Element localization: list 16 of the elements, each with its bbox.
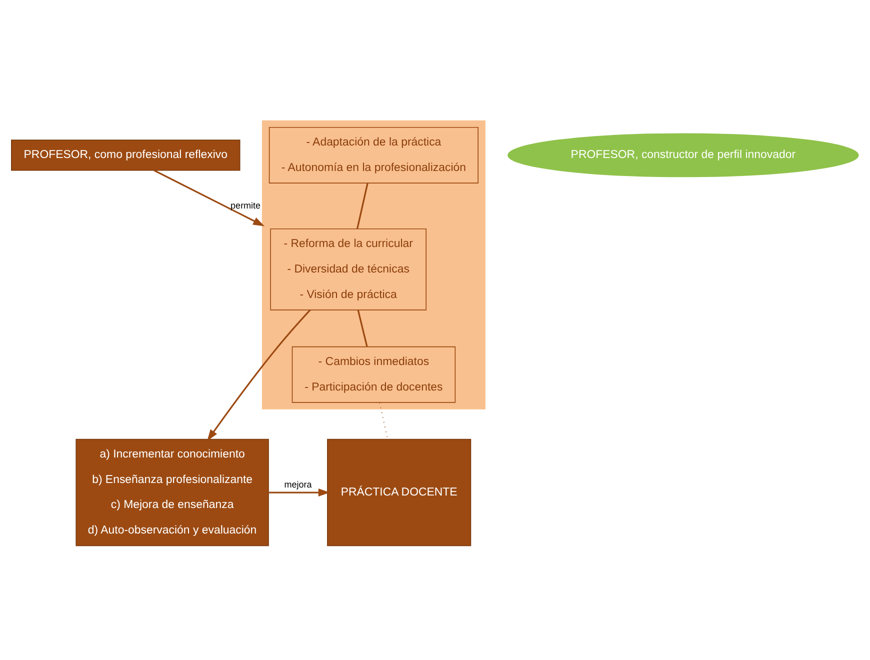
node-box: - Reforma de la curricular - Diversidad de técnicas - Visión de práctica <box>270 228 426 310</box>
arrow <box>268 488 330 497</box>
node-box: PROFESOR, como profesional reflexivo <box>11 140 240 171</box>
edge-label: mejora <box>284 479 312 490</box>
connector <box>357 310 368 347</box>
connector <box>379 402 388 440</box>
node-box: a) Incrementar conocimiento b) Enseñanza profesionalizante c) Mejora de enseñanza d) Auto-observación y evaluación <box>76 438 269 546</box>
node-box: - Cambios inmediatos - Participación de docentes <box>292 346 456 403</box>
node-box: - Adaptación de la práctica - Autonomía en la profesionalización <box>268 126 478 184</box>
edge-label: permite <box>230 200 261 210</box>
arrow <box>207 309 311 441</box>
node-box: PRÁCTICA DOCENTE <box>327 438 472 546</box>
connector <box>356 183 368 229</box>
cluster <box>262 120 486 410</box>
arrow <box>154 170 265 226</box>
node-ellipse: PROFESOR, constructor de perfil innovador <box>508 133 859 178</box>
